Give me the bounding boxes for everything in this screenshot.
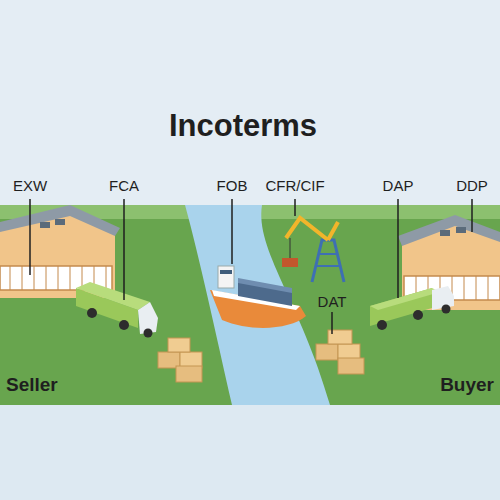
term-label: CFR/CIF bbox=[265, 177, 324, 194]
wheel bbox=[377, 320, 387, 330]
term-label: DAT bbox=[318, 293, 347, 310]
term-label: DDP bbox=[456, 177, 488, 194]
seller-truck bbox=[76, 282, 158, 338]
skylight bbox=[55, 219, 65, 225]
leader-line bbox=[397, 199, 399, 298]
skylight bbox=[440, 230, 450, 236]
crane-legs bbox=[312, 240, 344, 282]
land bbox=[0, 205, 500, 405]
bridge bbox=[218, 266, 234, 288]
seller-warehouse bbox=[0, 205, 120, 298]
crane-arm bbox=[286, 218, 328, 240]
bridge-window bbox=[220, 270, 232, 274]
leader-line bbox=[294, 199, 296, 216]
term-label: FCA bbox=[109, 177, 139, 194]
buyer-boxes bbox=[316, 330, 364, 374]
party-label: Buyer bbox=[440, 374, 494, 396]
wheel bbox=[413, 310, 423, 320]
crane bbox=[282, 218, 344, 282]
trailer-top bbox=[370, 288, 440, 310]
box bbox=[338, 358, 364, 374]
trailer-top bbox=[76, 282, 150, 310]
river bbox=[185, 205, 330, 405]
leader-lines bbox=[30, 199, 472, 334]
containers bbox=[238, 278, 292, 293]
skylight bbox=[456, 227, 466, 233]
crane-arm bbox=[328, 222, 338, 240]
box bbox=[176, 366, 202, 382]
wheel bbox=[87, 308, 97, 318]
leader-line bbox=[231, 199, 233, 264]
wheel bbox=[144, 329, 153, 338]
wheel bbox=[119, 320, 129, 330]
ship bbox=[210, 266, 306, 328]
box bbox=[316, 344, 338, 360]
crane-load bbox=[282, 258, 298, 267]
leader-line bbox=[123, 199, 125, 300]
buyer-truck bbox=[370, 286, 454, 330]
term-label: FOB bbox=[217, 177, 248, 194]
leader-line bbox=[29, 199, 31, 275]
crane-braces bbox=[316, 254, 340, 266]
box bbox=[168, 338, 190, 352]
roof bbox=[398, 215, 500, 246]
party-label: Seller bbox=[6, 374, 58, 396]
leader-line bbox=[471, 199, 473, 232]
term-label: DAP bbox=[383, 177, 414, 194]
roof bbox=[0, 205, 120, 236]
wheel bbox=[442, 305, 451, 314]
term-label: EXW bbox=[13, 177, 47, 194]
skylight bbox=[40, 222, 50, 228]
title: Incoterms bbox=[169, 108, 317, 144]
crane-cable bbox=[290, 238, 291, 258]
leader-line bbox=[331, 312, 333, 334]
seller-boxes bbox=[158, 338, 202, 382]
ground-bottom bbox=[0, 405, 500, 500]
